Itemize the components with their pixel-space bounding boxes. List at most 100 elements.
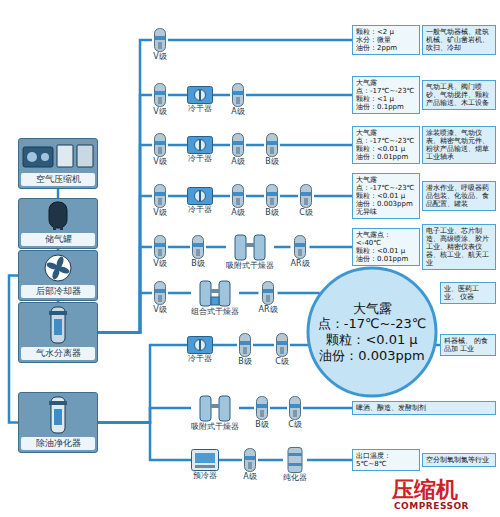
ad-icon: [198, 394, 232, 422]
icon-part: [235, 235, 246, 260]
icon-part: [233, 91, 244, 95]
air-pipe: [239, 292, 258, 295]
air-pipe: [280, 144, 352, 147]
icon-part: [304, 198, 308, 205]
node-text: A级: [231, 158, 244, 167]
air-pipe: [168, 39, 352, 42]
air-pipe: [274, 246, 290, 249]
node-text: 水分：微量: [356, 36, 416, 44]
application-box: 空分制氧制氮等行业: [422, 453, 496, 467]
node-text: C级: [299, 209, 313, 218]
application-box: 气动工具、阀门喷砂、气动搅拌、颗粒产品输送、木工设备: [422, 80, 496, 110]
node-text: 电子工业、芯片制造、高级喷涂、胶片工业、精密仪表仪器、核工业、航天工业: [426, 227, 492, 267]
node-text: 冷干器: [188, 206, 212, 215]
filter-unit: 冷干器: [187, 187, 213, 215]
node-text: 冷干器: [188, 105, 212, 114]
filter-unit: A级: [230, 83, 246, 117]
icon-part: [60, 227, 63, 230]
icon-part: [267, 185, 278, 208]
v-icon: [152, 83, 168, 107]
air-pipe: [98, 95, 152, 333]
icon-part: [248, 462, 252, 469]
circle-text-holder: 大气露点：-17℃~-23℃颗粒：<0.01 μ油份：0.003ppm: [306, 266, 438, 398]
air-pipe: [239, 407, 254, 410]
icon-part: [199, 90, 201, 100]
watermark: 压缩机: [392, 479, 458, 501]
v-icon: [264, 184, 280, 208]
node-text: 气水分离器: [21, 347, 95, 360]
application-box: 业、医药工业、 仪器: [440, 282, 496, 304]
application-box: 电子工业、芯片制造、高级喷涂、胶片工业、精密仪表仪器、核工业、航天工业: [422, 224, 496, 270]
filter-unit: 预冷器: [191, 449, 219, 481]
icon-part: [155, 236, 166, 259]
icon-part: [27, 152, 37, 162]
air-pipe: [213, 94, 230, 97]
circle-outline: [308, 268, 436, 396]
application-box: 啤酒、酿造、发酵制剂: [352, 401, 496, 415]
v-icon: [230, 184, 246, 208]
icon-part: [199, 191, 201, 201]
filter-unit: C级: [298, 184, 314, 218]
application-box: 潜水作业、呼吸器药品包装、化妆品、食品配置、罐装: [422, 181, 496, 211]
cd-icon: [187, 136, 213, 154]
air-pipe: [168, 195, 187, 198]
equipment-box: 除油净化器: [18, 392, 98, 453]
v-icon: [242, 448, 258, 472]
icon-part: [54, 319, 62, 335]
node-text: V级: [153, 306, 166, 315]
v-icon: [264, 133, 280, 157]
icon-part: [155, 243, 166, 247]
node-text: 颗粒：<0.01 μ: [316, 332, 428, 348]
spec-box: 出口温度：5℃~8℃: [352, 449, 420, 471]
icon-part: [45, 255, 71, 281]
icon-part: [188, 188, 213, 205]
air-pipe: [278, 292, 320, 295]
icon-part: [236, 97, 240, 104]
air-pipe: [98, 345, 187, 423]
node-text: 大气露点：<-40℃: [356, 231, 416, 247]
filter-unit: V级: [152, 184, 168, 218]
air-pipe: [307, 459, 352, 462]
icon-part: [301, 185, 312, 208]
v-icon: [287, 396, 303, 420]
filter-unit: AR级: [258, 281, 277, 315]
sep-icon: [21, 305, 95, 345]
filter-unit: 吸附式干燥器: [226, 233, 274, 271]
icon-part: [211, 297, 219, 305]
icon-part: [193, 236, 204, 259]
icon-part: [245, 456, 256, 460]
icon-part: [211, 404, 219, 408]
icon-part: [267, 192, 278, 196]
filter-unit: B级: [264, 133, 280, 167]
node-text: 油份：0.003ppm: [356, 200, 416, 208]
icon-part: [192, 450, 219, 471]
icon-part: [219, 396, 230, 421]
air-pipe: [168, 246, 190, 249]
filter-unit: C级: [274, 333, 290, 367]
filter-unit: B级: [190, 235, 206, 269]
node-text: 除油净化器: [21, 437, 95, 450]
cd-icon: [187, 336, 213, 354]
air-pipe: [98, 196, 152, 333]
icon-part: [57, 145, 73, 167]
v-icon: [274, 333, 290, 357]
filter-unit: B级: [237, 333, 253, 367]
icon-part: [195, 453, 215, 463]
icon-part: [195, 140, 206, 151]
node-text: V级: [153, 209, 166, 218]
filter-unit: 冷干器: [187, 336, 213, 364]
v-icon: [260, 281, 276, 305]
node-text: 涂装喷漆、气动仪表、精密气动元件、粉状产品输送、烟草工业轴承: [426, 129, 492, 161]
v-icon: [254, 396, 270, 420]
icon-part: [295, 243, 306, 247]
air-pipe: [213, 344, 237, 347]
filter-unit: B级: [254, 396, 270, 430]
filter-unit: 冷干器: [187, 136, 213, 164]
icon-part: [195, 465, 215, 468]
application-box: 科器械、 的食品加 工业: [440, 334, 496, 356]
filter-unit: AR级: [290, 235, 309, 269]
node-text: 空分制氧制氮等行业: [426, 456, 492, 464]
icon-part: [267, 141, 278, 145]
equipment-box: 气水分离器: [18, 302, 98, 363]
icon-part: [240, 341, 251, 345]
